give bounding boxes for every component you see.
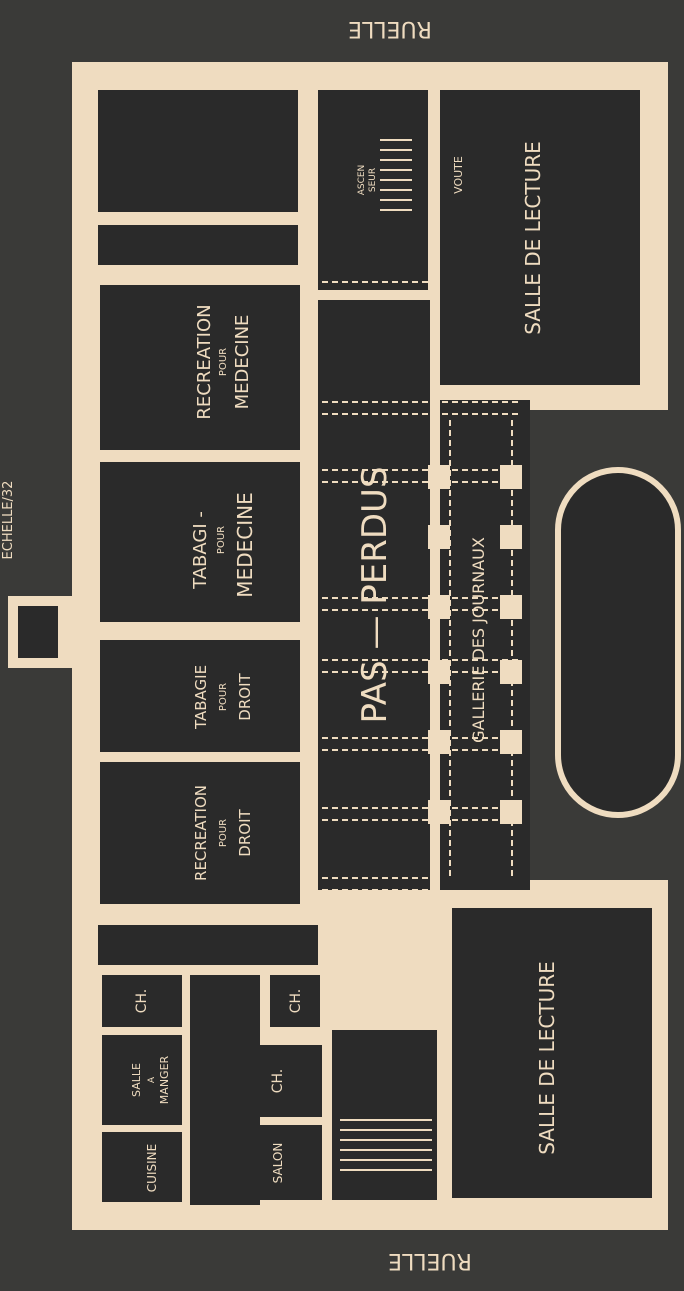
- room-ch-3: [232, 1045, 322, 1117]
- label-ascenseur-2: SEUR: [368, 168, 378, 192]
- room-ch-1: [102, 975, 182, 1027]
- label-tabagie-droit-2: POUR: [218, 683, 229, 711]
- label-tabagie-medecine-1: TABAGI -: [190, 511, 211, 590]
- room-service-top: [98, 925, 318, 965]
- room-corridor-top: [98, 225, 298, 265]
- label-pas-perdus: PAS — PERDUS: [355, 466, 395, 723]
- label-tabagie-droit-3: DROIT: [236, 672, 254, 720]
- scale-label: ECHELLE/32: [1, 481, 16, 560]
- label-gallerie: GALLERIE DES JOURNAUX: [469, 537, 488, 743]
- room-tabagie-medecine: [100, 462, 300, 622]
- room-pas-perdus: [318, 300, 430, 890]
- room-stair-bottom: [332, 1030, 437, 1200]
- label-recreation-medecine-1: RECREATION: [194, 304, 215, 419]
- street-label-bottom: RUELLE: [388, 1248, 472, 1273]
- room-tabagie-droit: [100, 640, 300, 752]
- label-salon: SALON: [271, 1143, 285, 1184]
- label-recreation-droit-2: POUR: [218, 819, 229, 847]
- label-salle-manger-3: MANGER: [158, 1055, 171, 1104]
- label-recreation-droit-3: DROIT: [236, 808, 254, 856]
- room-salle-manger: [102, 1035, 182, 1125]
- label-ch-3: CH.: [270, 1069, 286, 1094]
- label-salle-lecture-bottom: SALLE DE LECTURE: [535, 961, 559, 1155]
- label-tabagie-medecine-2: POUR: [216, 526, 227, 554]
- label-salle-manger-1: SALLE: [130, 1063, 143, 1097]
- label-recreation-droit-1: RECREATION: [192, 785, 210, 881]
- room-salle-lecture-bottom: [452, 908, 652, 1198]
- room-recreation-medecine: [100, 285, 300, 450]
- label-salle-lecture-top: SALLE DE LECTURE: [521, 141, 545, 335]
- room-salle-lecture-top: [440, 90, 640, 385]
- label-ch-1: CH.: [134, 989, 150, 1014]
- room-salon: [232, 1125, 322, 1200]
- label-tabagie-droit-1: TABAGIE: [192, 665, 210, 730]
- courtyard-basin: [555, 467, 681, 818]
- label-cuisine: CUISINE: [145, 1144, 159, 1192]
- label-recreation-medecine-2: POUR: [218, 348, 229, 376]
- room-recreation-droit: [100, 762, 300, 904]
- label-voute: VOUTE: [452, 156, 465, 194]
- room-cuisine: [102, 1132, 182, 1202]
- label-ascenseur-1: ASCEN: [357, 165, 367, 196]
- label-recreation-medecine-3: MEDECINE: [232, 315, 253, 410]
- label-salle-manger-2: A: [147, 1076, 157, 1083]
- label-ch-2: CH.: [288, 989, 304, 1014]
- room-top-left: [98, 90, 298, 212]
- street-label-top: RUELLE: [348, 16, 432, 41]
- label-tabagie-medecine-3: MEDECINE: [233, 492, 257, 597]
- room-ch-2: [270, 975, 320, 1027]
